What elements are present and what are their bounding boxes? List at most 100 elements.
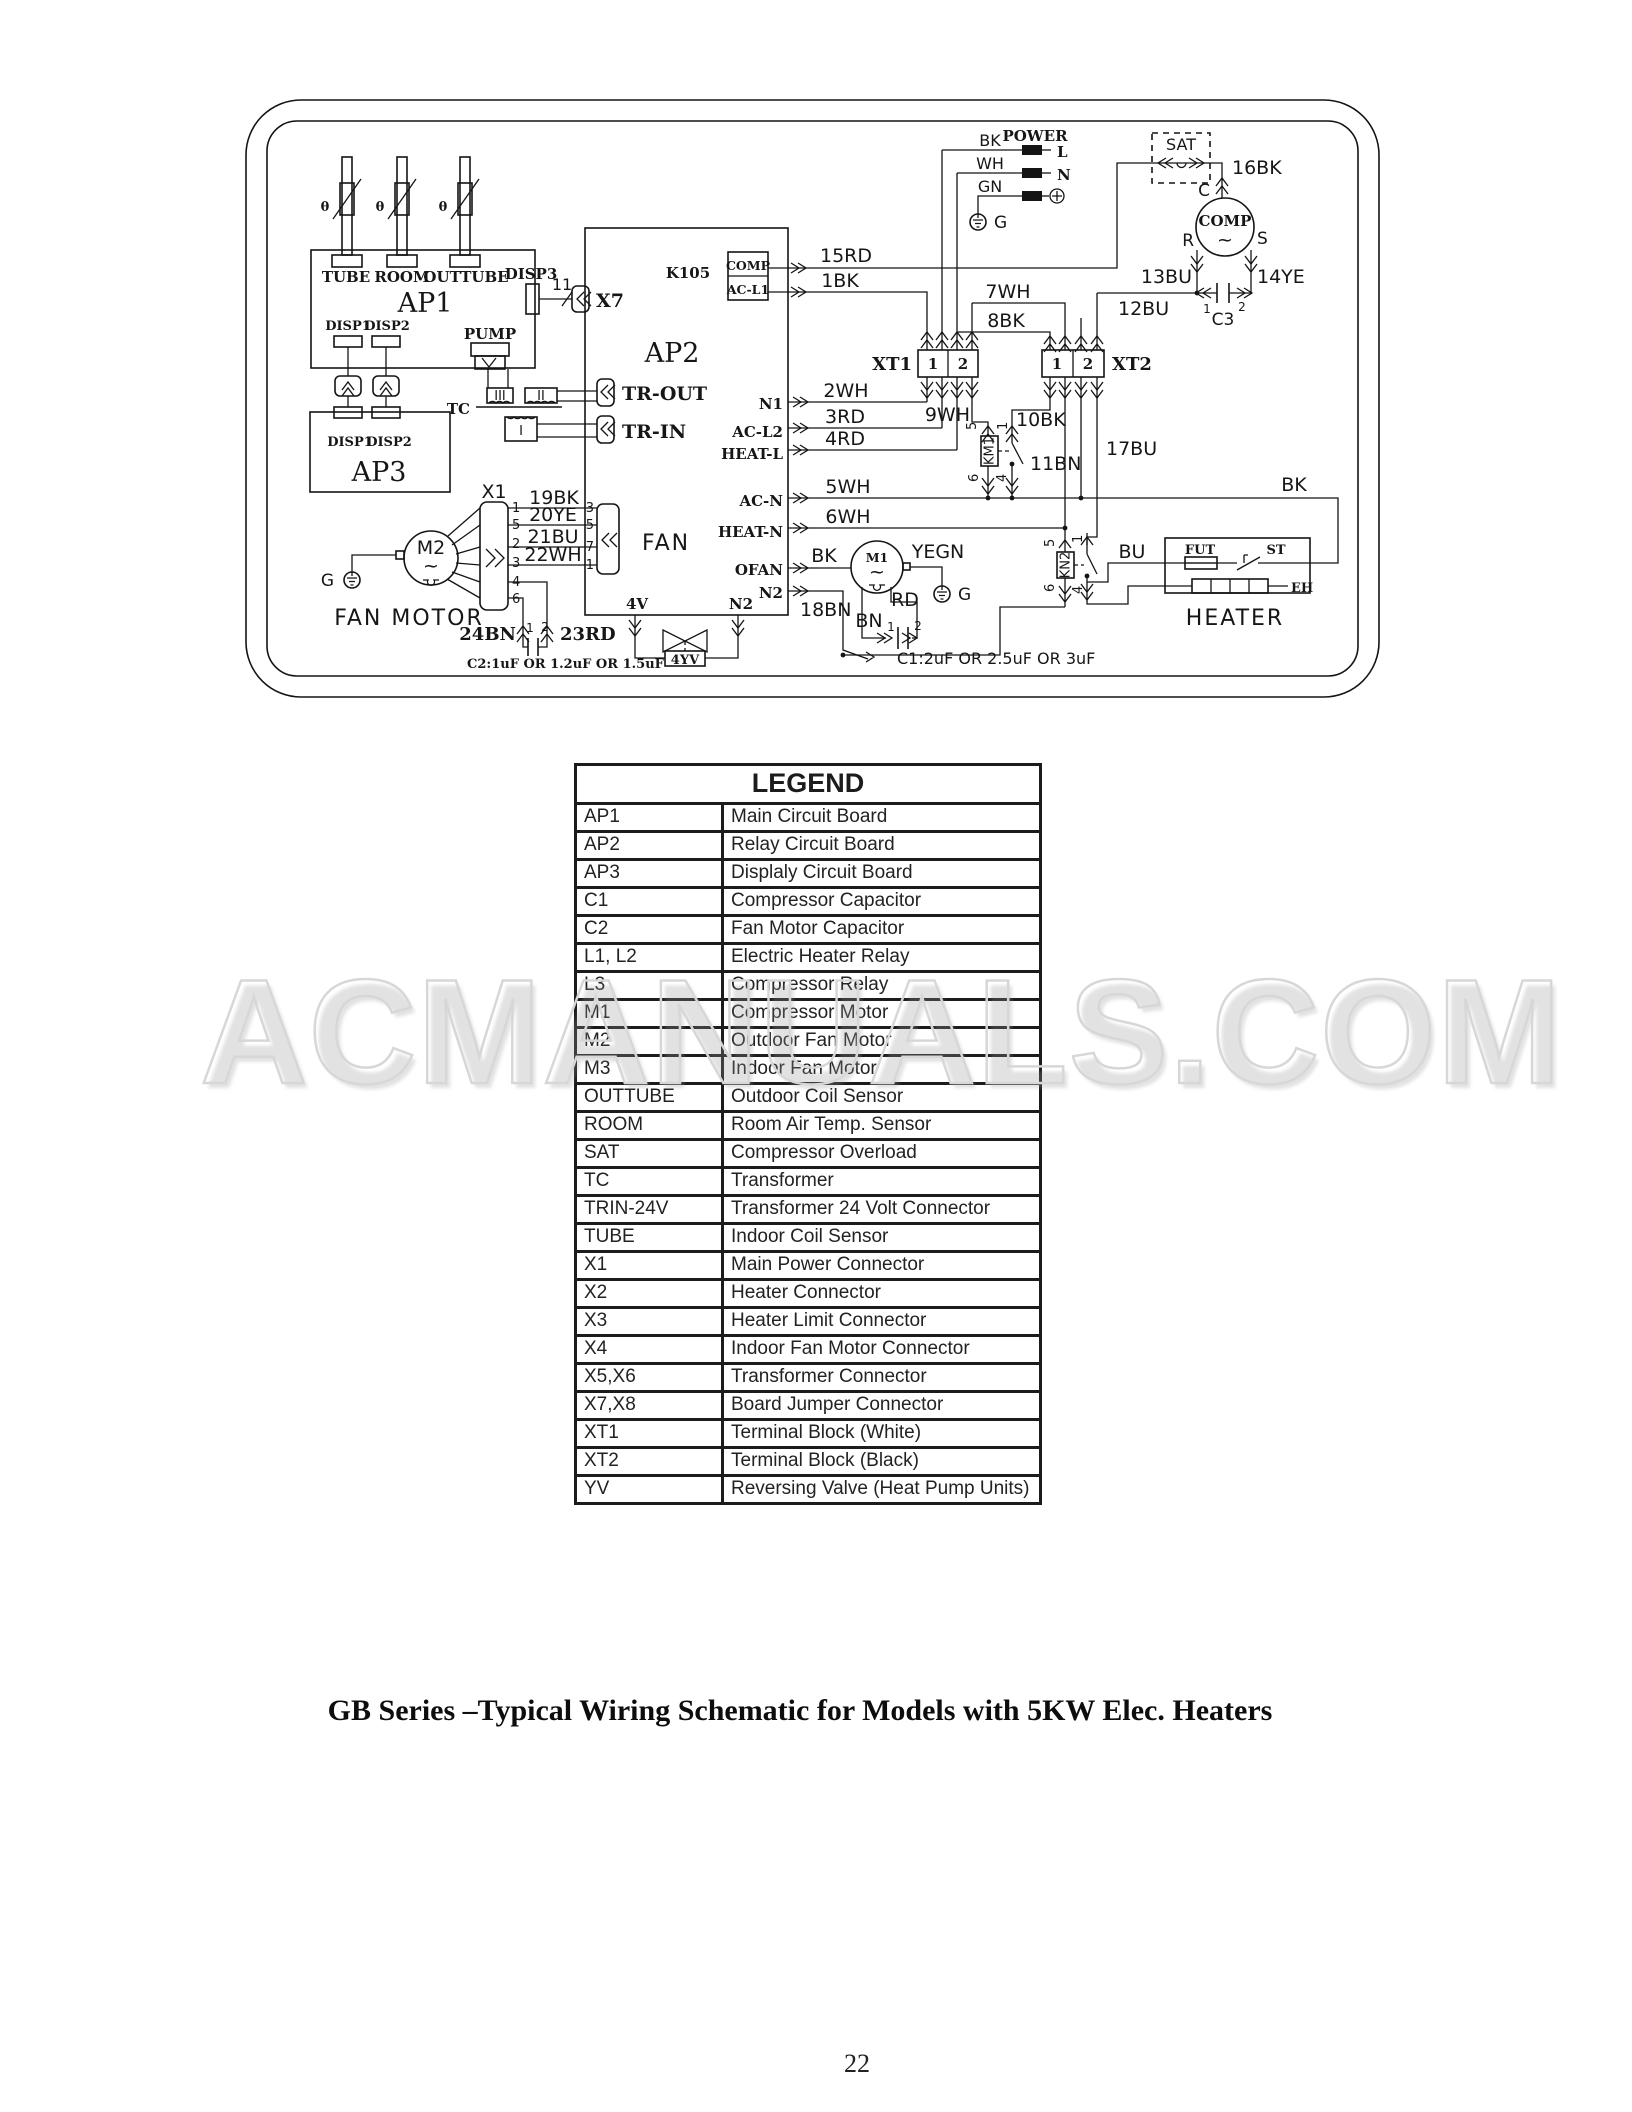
- ground-icon: [933, 585, 951, 603]
- x1-connector: X1 1 5 2 3 4 6: [479, 481, 520, 611]
- heater-label: HEATER: [1186, 606, 1284, 631]
- comp-s-label: S: [1257, 229, 1268, 249]
- wire-11-label: 11: [552, 275, 572, 294]
- display-connectors: [333, 347, 401, 419]
- m1-tilde: ~: [869, 561, 885, 583]
- km1-label: KM1: [983, 437, 998, 465]
- theta-icon: θ: [439, 200, 448, 215]
- legend-row: X2 Heater Connector: [574, 1278, 1042, 1309]
- disp1-label: DISP1: [327, 435, 373, 450]
- winding-i-label: I: [519, 424, 523, 439]
- legend-key: YV: [574, 1474, 724, 1505]
- comp-c-label: C: [1198, 181, 1210, 201]
- line-label: L: [1057, 143, 1068, 161]
- legend-row: OUTTUBE Outdoor Coil Sensor: [574, 1082, 1042, 1113]
- legend-body: AP1 Main Circuit Board AP2 Relay Circuit…: [574, 802, 1042, 1505]
- legend-key: C1: [574, 886, 724, 917]
- x7-label: X7: [596, 290, 624, 312]
- ap2-label: AP2: [644, 338, 700, 369]
- legend-key: OUTTUBE: [574, 1082, 724, 1113]
- pump-label: PUMP: [464, 325, 516, 343]
- legend-key: TRIN-24V: [574, 1194, 724, 1225]
- eh-label: EH: [1291, 581, 1313, 596]
- legend-row: XT2 Terminal Block (Black): [574, 1446, 1042, 1477]
- legend-desc: Terminal Block (Black): [721, 1446, 1042, 1477]
- legend-key: AP3: [574, 858, 724, 889]
- legend-key: SAT: [574, 1138, 724, 1169]
- winding-iii-label: III: [494, 389, 506, 404]
- wire-wh-power-label: WH: [976, 154, 1004, 173]
- legend-desc: Outdoor Fan Motor: [721, 1026, 1042, 1057]
- legend-desc: Outdoor Coil Sensor: [721, 1082, 1042, 1113]
- c2-pin2: 2: [541, 620, 549, 634]
- wire-22wh-label: 22WH: [524, 544, 581, 566]
- wire-23rd-label: 23RD: [560, 624, 616, 645]
- legend-desc: Main Circuit Board: [721, 802, 1042, 833]
- km1-pin1: 1: [996, 422, 1011, 430]
- wire-10bk-label: 10BK: [1016, 409, 1066, 431]
- tr-out-connector: TR-OUT: [596, 378, 707, 407]
- ofan-label: OFAN: [735, 561, 783, 579]
- st-label: ST: [1266, 543, 1285, 558]
- earth-icon: [1049, 188, 1065, 204]
- legend-desc: Relay Circuit Board: [721, 830, 1042, 861]
- legend-desc: Heater Connector: [721, 1278, 1042, 1309]
- legend-key: X4: [574, 1334, 724, 1365]
- legend-key: L1, L2: [574, 942, 724, 973]
- power-inlet: POWER L N BK WH GN G: [942, 127, 1071, 233]
- wire-1bk-label: 1BK: [821, 270, 859, 292]
- xt1-terminal-block: 1 2 XT1 9WH: [872, 150, 989, 450]
- legend-key: TC: [574, 1166, 724, 1197]
- wire-20ye-label: 20YE: [529, 504, 577, 526]
- c3-label: C3: [1212, 310, 1235, 330]
- wire-24bn-label: 24BN: [459, 624, 516, 645]
- tr-in-label: TR-IN: [622, 421, 686, 443]
- wire-13bu-label: 13BU: [1141, 266, 1192, 288]
- comp-label: COMP: [1199, 212, 1252, 230]
- legend-key: ROOM: [574, 1110, 724, 1141]
- m2-label: M2: [417, 537, 445, 559]
- x7-connector: 11 X7: [539, 275, 624, 313]
- legend-desc: Reversing Valve (Heat Pump Units): [721, 1474, 1042, 1505]
- c3-pin2: 2: [1238, 300, 1246, 314]
- disp2-label: DISP2: [364, 319, 410, 334]
- legend-desc: Board Jumper Connector: [721, 1390, 1042, 1421]
- sat-overload: SAT 16BK C: [1151, 132, 1282, 201]
- legend-row: ROOM Room Air Temp. Sensor: [574, 1110, 1042, 1141]
- ap2-board: AP2 K105 COMP AC-L1 N1 AC-L2 HEAT-L AC-N…: [584, 227, 789, 616]
- wire-5wh-label: 5WH: [825, 476, 870, 498]
- legend-key: X2: [574, 1278, 724, 1309]
- legend-row: M3 Indoor Fan Motor: [574, 1054, 1042, 1085]
- legend-desc: Compressor Motor: [721, 998, 1042, 1029]
- x1-label: X1: [481, 481, 506, 503]
- wire-15rd-label: 15RD: [820, 245, 872, 267]
- disp3-label: DISP3: [505, 265, 558, 283]
- arrowheads: [516, 157, 1258, 663]
- legend-key: X1: [574, 1250, 724, 1281]
- wire-19bk-label: 19BK: [529, 487, 579, 509]
- km1-relay: KM1 5 1 6 4 11BN: [965, 422, 1081, 501]
- theta-icon: θ: [321, 200, 330, 215]
- legend-row: XT1 Terminal Block (White): [574, 1418, 1042, 1449]
- legend-key: TUBE: [574, 1222, 724, 1253]
- heat-l-label: HEAT-L: [721, 445, 783, 463]
- legend-key: X7,X8: [574, 1390, 724, 1421]
- legend-key: M1: [574, 998, 724, 1029]
- fan-label: FAN: [642, 531, 690, 556]
- legend-row: TC Transformer: [574, 1166, 1042, 1197]
- wire-21bu-label: 21BU: [527, 526, 578, 548]
- km1-pin4: 4: [995, 474, 1010, 482]
- m1-label: M1: [866, 550, 889, 565]
- wire-3rd-label: 3RD: [825, 406, 865, 428]
- wire-16bk-label: 16BK: [1232, 157, 1282, 179]
- sensor-room: θ: [376, 156, 418, 268]
- legend-key: M2: [574, 1026, 724, 1057]
- wire-bk-ofan-label: BK: [811, 545, 837, 567]
- g-label: G: [321, 571, 334, 591]
- wire-12bu-label: 12BU: [1118, 298, 1169, 320]
- n2-right-label: N2: [759, 584, 783, 602]
- wire-4rd-label: 4RD: [825, 428, 865, 450]
- yegn-label: YEGN: [911, 541, 965, 563]
- tube-label: TUBE: [322, 268, 370, 286]
